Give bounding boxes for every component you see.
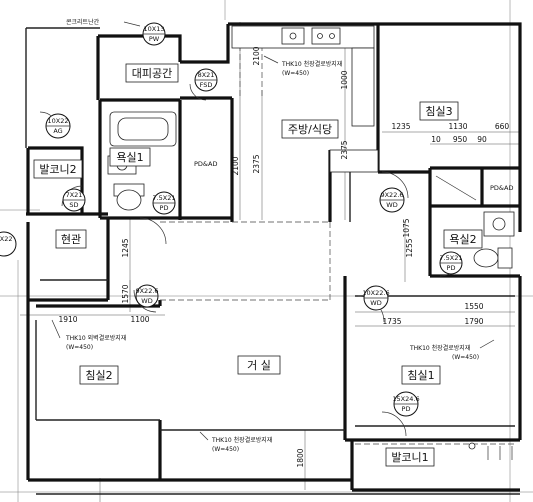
tag-pd-bath2-bottom: PD (447, 264, 456, 272)
walls (25, 22, 522, 495)
dim-2375-right: 2375 (340, 140, 349, 159)
tag-sd-top: 7X21 (66, 191, 83, 199)
tag-fsd-bottom: FSD (200, 81, 213, 89)
dim-1735: 1735 (382, 317, 401, 326)
room-shelter: 대피공간 (132, 67, 172, 80)
tag-pw: 10X13 PW (142, 22, 166, 46)
dim-950: 950 (453, 135, 468, 144)
room-bath2: 욕실2 (449, 233, 476, 246)
tags: 10X13 PW 8X21 FSD 10X22 AG 7X21 SD 7.5X2… (0, 22, 463, 417)
note-ceiling-bedroom3: THK10 천장결로방지재 (281, 60, 342, 68)
room-box-bath2 (443, 229, 483, 249)
tag-wd-bedroom3: 9X22.6 WD (379, 187, 405, 213)
note-ceiling-living-w: (W=450) (212, 446, 239, 453)
tag-wd-entry-bottom: WD (141, 297, 152, 305)
tag-edge-left-top: 10X22 (0, 235, 13, 243)
edge-markers (468, 442, 513, 460)
pdad-label-bath2: PD&AD (490, 184, 513, 192)
pdad-label-bath1: PD&AD (194, 160, 217, 168)
note-ceiling-living: THK10 천장결로방지재 (211, 436, 272, 444)
notes: 콘크리트난간 THK10 천장결로방지재 (W=450) THK10 외벽결로방… (51, 18, 495, 453)
room-entrance: 현관 (61, 233, 81, 246)
room-box-bedroom2 (79, 365, 119, 385)
note-ceiling-bedroom1-w: (W=450) (452, 354, 479, 361)
dim-1130: 1130 (448, 122, 467, 131)
tag-wd-bedroom1: 10X22.6 WD (362, 285, 390, 311)
tag-pd-bath1: 7.5X21 PD (152, 191, 176, 215)
tag-pd-bedroom1-top: 15X24.6 (392, 395, 419, 403)
room-box-entrance (55, 229, 87, 249)
dim-2375-left: 2375 (252, 154, 261, 173)
tag-wd-bedroom3-bottom: WD (386, 201, 397, 209)
tag-pd-bedroom1: 15X24.6 PD (392, 391, 420, 417)
dim-1255: 1255 (405, 238, 414, 257)
dim-1570: 1570 (121, 284, 130, 303)
dim-1000: 1000 (340, 70, 349, 89)
room-balcony2: 발코니2 (39, 163, 76, 176)
tag-wd-bedroom1-bottom: WD (370, 299, 381, 307)
room-box-bath1 (109, 147, 151, 167)
tag-wd-entry-top: 9X22.6 (135, 287, 158, 295)
room-box-kitchen (281, 119, 339, 139)
dim-1550: 1550 (464, 302, 483, 311)
dimension-texts: 2100 1000 2100 2375 2375 1235 1130 660 1… (58, 46, 510, 467)
dim-1075: 1075 (402, 218, 411, 237)
tag-edge-left: 10X22 (0, 231, 17, 257)
note-wall-bedroom2-w: (W=450) (66, 344, 93, 351)
note-ceiling-bedroom1: THK10 천장결로방지재 (409, 344, 470, 352)
dim-2100-mid: 2100 (231, 156, 240, 175)
tag-wd-bedroom1-top: 10X22.6 (362, 289, 389, 297)
dim-660: 660 (495, 122, 510, 131)
dim-10: 10 (431, 135, 441, 144)
dim-1910: 1910 (58, 315, 77, 324)
dim-2100-top: 2100 (252, 46, 261, 65)
dim-1100-bedroom2: 1100 (130, 315, 149, 324)
dashed-lines (160, 36, 515, 445)
room-kitchen: 주방/식당 (288, 123, 332, 136)
room-box-shelter (125, 63, 179, 83)
room-bedroom1: 침실1 (407, 369, 434, 382)
room-bedroom3: 침실3 (425, 105, 452, 118)
tag-wd-entry: 9X22.6 WD (135, 284, 159, 308)
tag-pd-bath1-bottom: PD (160, 204, 169, 212)
room-box-balcony2 (33, 159, 83, 179)
dim-90: 90 (477, 135, 487, 144)
tag-pd-bath2: 7.5X21 PD (439, 251, 463, 275)
note-wall-bedroom2: THK10 외벽결로방지재 (65, 334, 126, 342)
tag-sd: 7X21 SD (62, 188, 86, 212)
room-bedroom2: 침실2 (85, 369, 112, 382)
tag-pd-bedroom1-bottom: PD (402, 405, 411, 413)
tag-pw-bottom: PW (149, 35, 160, 43)
tag-ag: 10X22 AG (45, 113, 71, 139)
bath2-fixtures (435, 175, 515, 269)
dim-1245: 1245 (121, 238, 130, 257)
room-box-bedroom1 (401, 365, 441, 385)
room-box-living (237, 355, 281, 375)
tag-ag-top: 10X22 (48, 117, 69, 125)
kitchen-counter (231, 25, 379, 173)
tag-pd-bath1-top: 7.5X21 (152, 194, 175, 202)
tag-wd-bedroom3-top: 9X22.6 (380, 191, 403, 199)
room-labels: 대피공간 발코니2 욕실1 현관 주방/식당 침실3 욕실2 거 실 침실2 침… (33, 63, 483, 467)
tag-sd-bottom: SD (69, 201, 78, 209)
room-bath1: 욕실1 (116, 151, 143, 164)
room-box-balcony1 (385, 447, 435, 467)
room-balcony1: 발코니1 (391, 451, 428, 464)
dim-1235: 1235 (391, 122, 410, 131)
dim-1790: 1790 (464, 317, 483, 326)
pdad-labels: PD&AD PD&AD (194, 160, 513, 192)
note-ceiling-bedroom3-w: (W=450) (282, 70, 309, 77)
tag-fsd-top: 8X21 (198, 71, 215, 79)
room-living: 거 실 (247, 359, 271, 372)
tag-fsd: 8X21 FSD (194, 68, 218, 92)
note-concrete-rail: 콘크리트난간 (66, 18, 100, 26)
tag-pw-top: 10X13 (144, 25, 165, 33)
tag-pd-bath2-top: 7.5X21 (439, 254, 462, 262)
room-box-bedroom3 (419, 101, 459, 121)
dim-1800: 1800 (296, 448, 305, 467)
tag-ag-bottom: AG (53, 127, 62, 135)
